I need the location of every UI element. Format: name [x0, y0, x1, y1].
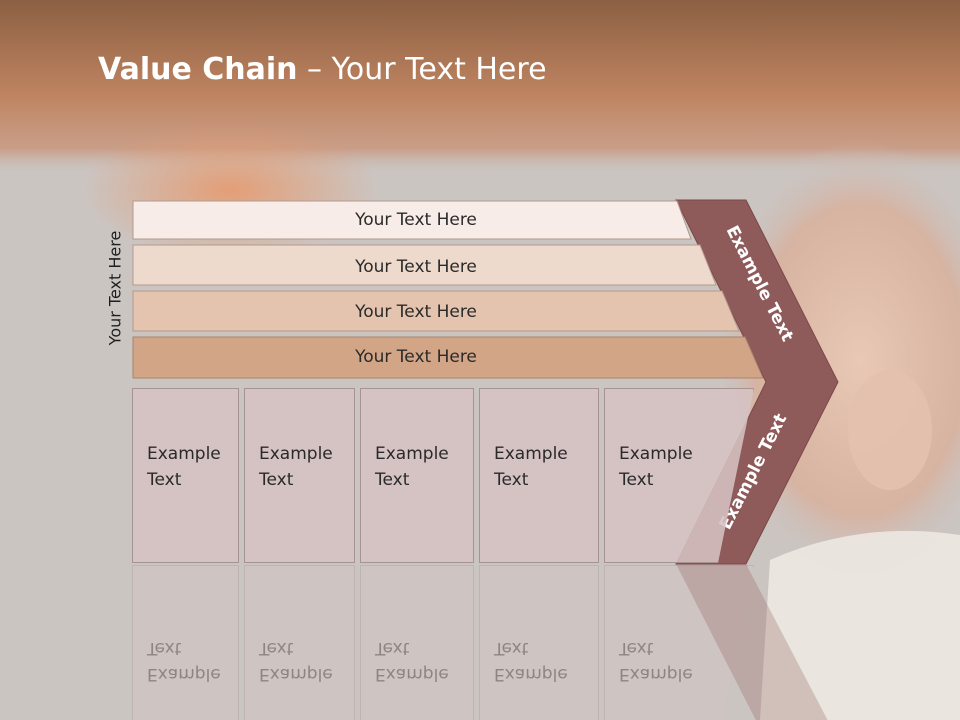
layer-label-1: Your Text Here: [354, 210, 477, 230]
cell-3-line2: Text: [375, 470, 410, 490]
cell-4-line1: Example: [494, 444, 568, 464]
layer-bar-3: [132, 290, 740, 332]
layer-bar-2: [132, 244, 717, 286]
layer-label-2: Your Text Here: [354, 257, 477, 277]
slide-title: Value Chain – Your Text Here: [98, 52, 547, 87]
layer-bar-1: [132, 200, 692, 240]
chevron-arrow: [675, 199, 839, 565]
cell-1-line2: Text: [147, 470, 182, 490]
layer-bar-4: [132, 336, 764, 379]
cell-1-line1: Example: [147, 444, 221, 464]
cell-5-line1: Example: [619, 444, 693, 464]
layer-label-3: Your Text Here: [354, 302, 477, 322]
ear-shape: [848, 370, 932, 490]
cell-4-line2: Text: [494, 470, 529, 490]
cell-3-line1: Example: [375, 444, 449, 464]
cell-2-line2: Text: [259, 470, 294, 490]
cell-2-line1: Example: [259, 444, 333, 464]
cell-5-line2: Text: [619, 470, 654, 490]
layer-label-4: Your Text Here: [354, 347, 477, 367]
sweater-area: [760, 530, 960, 720]
